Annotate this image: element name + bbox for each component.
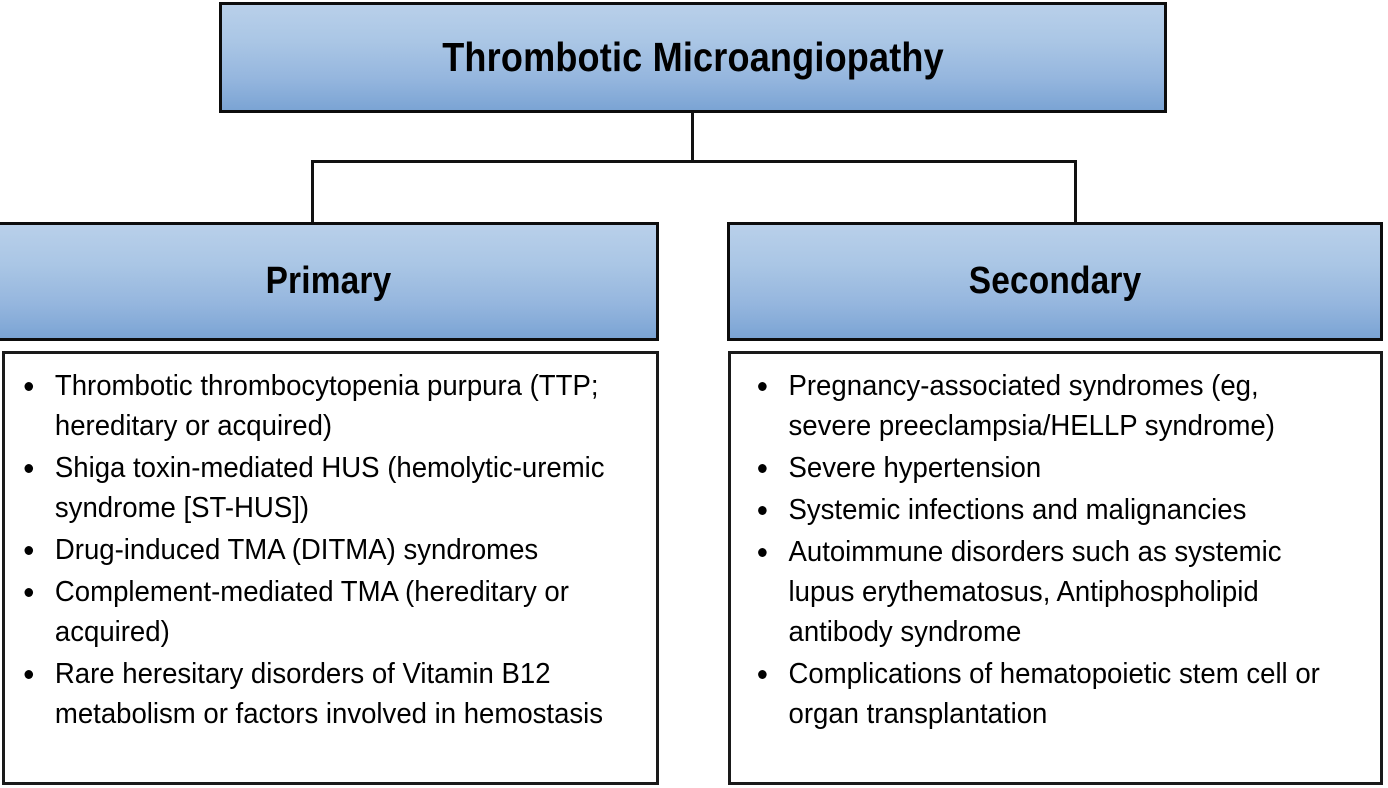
node-thrombotic-microangiopathy: Thrombotic Microangiopathy [219,2,1167,113]
list-item-text: Rare heresitary disorders of Vitamin B12… [54,658,604,730]
node-secondary-header: Secondary [727,222,1383,341]
bullet-icon [24,382,34,391]
list-item-text: Severe hypertension [788,452,1042,484]
list-item-text: Pregnancy-associated syndromes (eg, seve… [788,370,1275,442]
connector-drop-secondary [1074,160,1077,224]
bullet-icon [24,670,34,679]
primary-items-panel: Thrombotic thrombocytopenia purpura (TTP… [2,351,659,785]
connector-drop-primary [311,160,314,224]
list-item-text: Drug-induced TMA (DITMA) syndromes [54,534,539,566]
list-item: Autoimmune disorders such as systemic lu… [741,532,1339,652]
bullet-icon [24,546,34,555]
list-item-text: Autoimmune disorders such as systemic lu… [788,536,1282,648]
list-item: Pregnancy-associated syndromes (eg, seve… [741,366,1339,446]
root-node-title: Thrombotic Microangiopathy [442,34,944,80]
list-item: Drug-induced TMA (DITMA) syndromes [15,530,614,570]
bullet-icon [758,548,767,557]
list-item-text: Shiga toxin-mediated HUS (hemolytic-urem… [54,452,605,524]
list-item: Rare heresitary disorders of Vitamin B12… [15,654,614,734]
secondary-bullet-list: Pregnancy-associated syndromes (eg, seve… [741,366,1370,734]
secondary-header-label: Secondary [968,260,1142,302]
bullet-icon [758,670,767,679]
list-item: Complement-mediated TMA (hereditary or a… [15,572,614,652]
primary-bullet-list: Thrombotic thrombocytopenia purpura (TTP… [15,366,646,734]
list-item-text: Complement-mediated TMA (hereditary or a… [54,576,569,648]
list-item-text: Complications of hematopoietic stem cell… [788,658,1320,730]
bullet-icon [758,382,767,391]
connector-horizontal-bar [311,160,1077,163]
list-item: Systemic infections and malignancies [741,490,1339,530]
list-item-text: Thrombotic thrombocytopenia purpura (TTP… [54,370,599,442]
list-item: Shiga toxin-mediated HUS (hemolytic-urem… [15,448,614,528]
bullet-icon [758,506,767,515]
list-item: Thrombotic thrombocytopenia purpura (TTP… [15,366,614,446]
list-item: Severe hypertension [741,448,1339,488]
list-item: Complications of hematopoietic stem cell… [741,654,1339,734]
primary-header-label: Primary [265,260,391,302]
bullet-icon [758,464,767,473]
node-primary-header: Primary [0,222,659,341]
secondary-items-panel: Pregnancy-associated syndromes (eg, seve… [728,351,1383,785]
bullet-icon [24,588,34,597]
bullet-icon [24,464,34,473]
list-item-text: Systemic infections and malignancies [788,494,1247,526]
connector-stem-vertical [691,112,694,162]
